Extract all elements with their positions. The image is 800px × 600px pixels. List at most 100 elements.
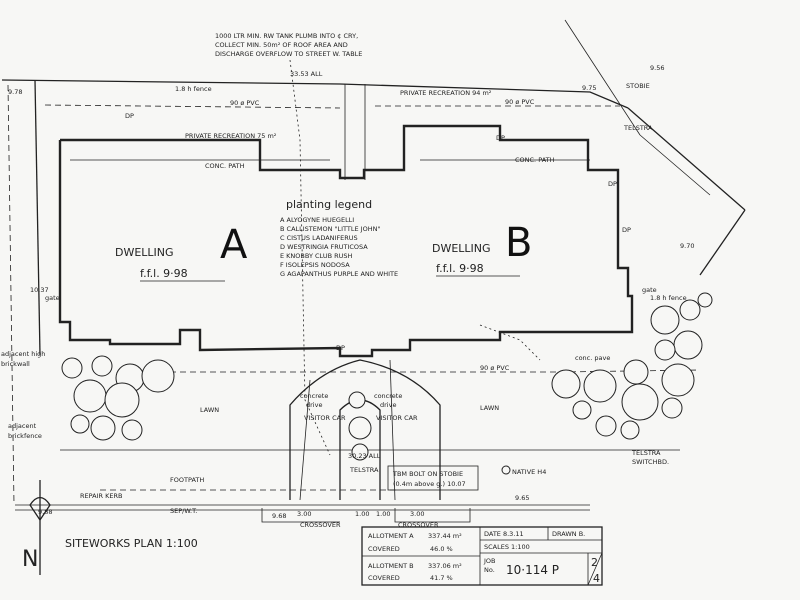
sheet-number: 2 [591,556,598,569]
tree [73,379,107,413]
crossover-width: 3.00 [297,510,311,518]
allotment-a-area: 337.44 m² [428,532,462,540]
conc-path: CONC. PATH [205,162,245,170]
legend-title: planting legend [286,198,372,211]
tree [650,305,680,335]
tree [348,416,372,440]
gate-label: gate [45,294,60,302]
legend-item: F ISOLEPSIS NODOSA [280,261,350,269]
date-field: DATE 8.3.11 [484,530,524,538]
dp-label: DP [496,134,505,142]
planting-left [61,355,175,441]
covered-label: COVERED [368,574,400,582]
site-notes: 1000 LTR MIN. RW TANK PLUMB INTO ¢ CRY, … [1,32,694,529]
dp-label: DP [125,112,134,120]
side-dimension: 9.56 [650,64,664,72]
recreation-b: PRIVATE RECREATION 94 m² [400,89,492,97]
crossover-width: 1.00 [376,510,390,518]
legend-item: B CALLISTEMON "LITTLE JOHN" [280,225,380,233]
telstra-switch: SWITCHBD. [632,458,669,466]
drive-lines [15,359,680,523]
dwelling-b-letter: B [505,220,532,266]
tree [623,359,649,385]
tree [121,419,143,441]
visitor-car: VISITOR CAR [304,414,346,422]
covered-label: COVERED [368,545,400,553]
dwelling-b-label: DWELLING [432,242,491,255]
concrete-label: concrete [300,392,328,400]
native-label: NATIVE H4 [512,468,546,476]
tree [654,339,676,361]
legend-item: G AGAPANTHUS PURPLE AND WHITE [280,270,398,278]
tree [501,465,511,475]
fence-note: 1.8 h fence [175,85,212,93]
lawn-label: LAWN [200,406,219,414]
side-dimension: 9.68 [272,512,286,520]
footpath-label: FOOTPATH [170,476,204,484]
tree [697,292,713,308]
job-label: No. [484,566,495,574]
tree [661,363,695,397]
dwelling-b-ffl: f.f.l. 9·98 [436,262,484,275]
tree [621,383,659,421]
allotment-b-label: ALLOTMENT B [368,562,414,570]
side-dimension: 9.70 [680,242,694,250]
tank-note-1: 1000 LTR MIN. RW TANK PLUMB INTO ¢ CRY, [215,32,358,40]
job-label: JOB [483,557,496,565]
tank-note-2: COLLECT MIN. 50m² OF ROOF AREA AND [215,41,348,49]
tree [673,330,703,360]
dp-label: DP [622,226,631,234]
crossover-width: 3.00 [410,510,424,518]
bottom-dimension: 30.23 ALL [348,452,381,460]
side-dimension: 10.37 [30,286,49,294]
tree [572,400,592,420]
plan-title: SITEWORKS PLAN 1:100 [65,537,198,550]
tbm-line-1: TBM BOLT ON STOBIE [392,470,463,478]
telstra-top: TELSTRA [623,124,653,132]
tree [104,382,140,418]
adjacent-high: adjacent high [1,350,45,358]
scales-field: SCALES 1:100 [484,543,530,551]
allotment-a-label: ALLOTMENT A [368,532,414,540]
dwelling-a-label: DWELLING [115,246,174,259]
planting-centre [348,391,511,475]
drainage-lines [44,59,701,456]
tree [70,414,90,434]
sep-wt: SEP/W.T. [170,507,197,515]
legend-item: D WESTRINGIA FRUTICOSA [280,243,368,251]
dwelling-a-letter: A [220,222,248,268]
drive-label: drive [306,401,322,409]
tree [583,369,617,403]
legend-item: E KNOBBY CLUB RUSH [280,252,353,260]
dp-label: DP [608,180,617,188]
tree [679,299,701,321]
dp-label: DP [336,344,345,352]
drive-label: drive [380,401,396,409]
pvc-note: 90 ø PVC [505,98,535,106]
stobie-label: STOBIE [626,82,650,90]
title-block: ALLOTMENT A 337.44 m² COVERED 46.0 % ALL… [361,526,603,586]
tree [351,443,369,461]
crossover-label: CROSSOVER [300,521,341,529]
planting-right [551,292,713,440]
tree [90,415,116,441]
sheet-count: 4 [593,572,600,585]
telstra-switch: TELSTRA [631,449,661,457]
pvc-note: 90 ø PVC [480,364,510,372]
tbm-box: TBM BOLT ON STOBIE (0.4m above g.) 10.07 [387,465,479,491]
telstra-label: TELSTRA [349,466,379,474]
legend-item: C CISTUS LADANIFERUS [280,234,358,242]
repair-kerb: REPAIR KERB [80,492,122,500]
adjacent: adjacent [8,422,37,430]
dwelling-outline [58,124,634,358]
tree [595,415,617,437]
tree [61,357,83,379]
top-dimension: 33.53 ALL [290,70,323,78]
visitor-car: VISITOR CAR [376,414,418,422]
tree [348,391,366,409]
legend-item: A ALYOGYNE HUEGELLI [280,216,354,224]
north-arrow: N [22,480,51,575]
north-label: N [22,547,38,572]
recreation-a: PRIVATE RECREATION 75 m² [185,132,277,140]
